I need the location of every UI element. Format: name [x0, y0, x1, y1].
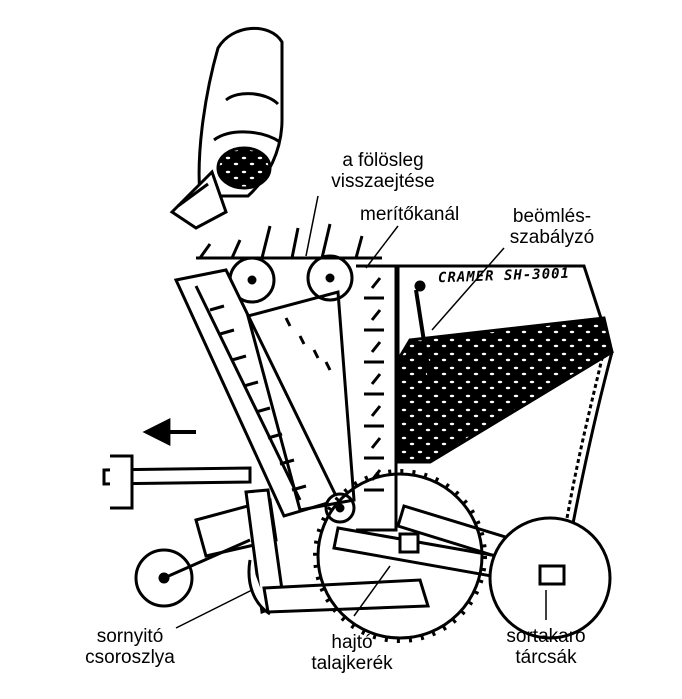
scoop-column — [246, 264, 398, 532]
supply-chute — [169, 27, 284, 230]
label-inflow-regulator-line1: beömlés- — [512, 206, 592, 227]
label-furrow-opener-line1: sornyitó — [96, 626, 164, 647]
label-drive-wheel-line2: talajkerék — [311, 653, 393, 674]
elevator-belt — [173, 268, 356, 524]
label-drive-wheel-line1: hajtó — [331, 632, 373, 653]
drive-wheel — [313, 469, 487, 643]
label-drive-wheel: hajtó talajkerék — [294, 632, 410, 674]
gauge-wheel — [134, 538, 251, 608]
label-furrow-opener: sornyitó csoroszlya — [80, 626, 180, 668]
label-excess-return: a fölösleg visszaejtése — [308, 150, 458, 192]
covering-discs — [488, 516, 612, 640]
label-furrow-opener-line2: csoroszlya — [85, 647, 175, 668]
label-inflow-regulator-line2: szabályzó — [509, 227, 595, 248]
label-excess-return-line1: a fölösleg — [342, 150, 424, 171]
storage-bin — [396, 264, 614, 464]
label-inflow-regulator: beömlés- szabályzó — [492, 206, 612, 248]
label-row-covering-discs: sortakaró tárcsák — [488, 626, 604, 668]
label-excess-return-line2: visszaejtése — [331, 171, 435, 192]
label-row-covering-discs-line1: sortakaró — [506, 626, 586, 647]
upper-rollers — [196, 223, 382, 304]
label-scoop: merítőkanál — [360, 204, 460, 225]
label-row-covering-discs-line2: tárcsák — [515, 647, 577, 668]
furrow-opener — [244, 488, 431, 616]
leader-lines — [175, 195, 547, 629]
